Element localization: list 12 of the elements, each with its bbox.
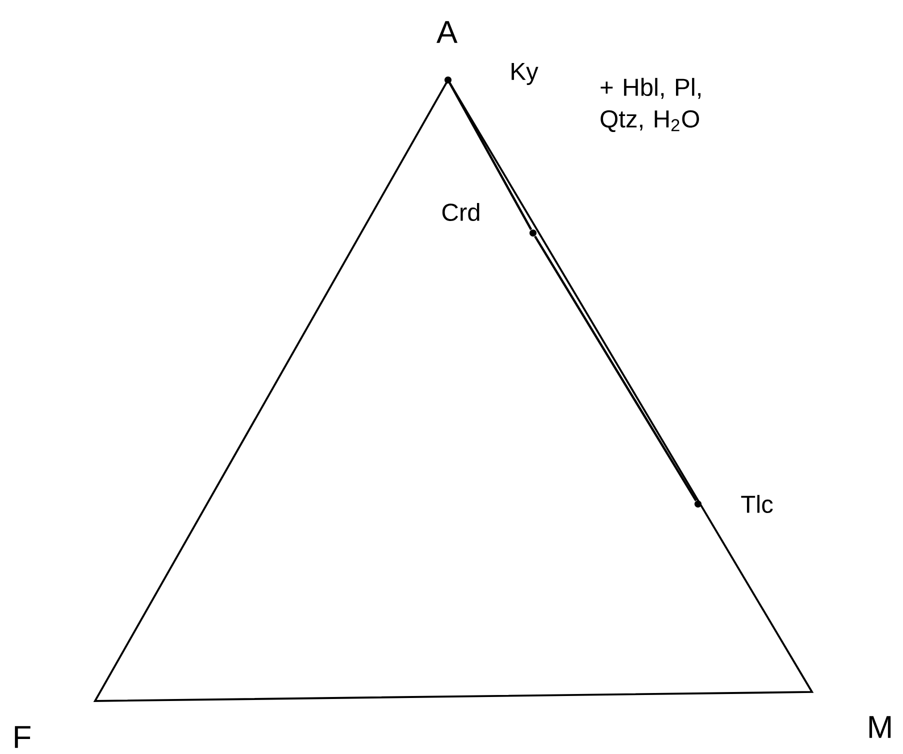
point-label: Ky (512, 62, 538, 85)
tie-line (534, 236, 697, 502)
point-label: Crd (442, 202, 480, 222)
vertex-label: A (436, 21, 458, 43)
assemblage-note: + Hbl, Pl, Qtz, H$_{2}$O (600, 78, 700, 132)
vertex-label: F (14, 726, 30, 748)
point-dot (444, 76, 452, 84)
tie-line (448, 82, 532, 230)
point-dot (529, 229, 537, 236)
point-dot (694, 500, 702, 508)
vertex-label: M (869, 716, 891, 738)
point-label: Tlc (741, 494, 773, 514)
